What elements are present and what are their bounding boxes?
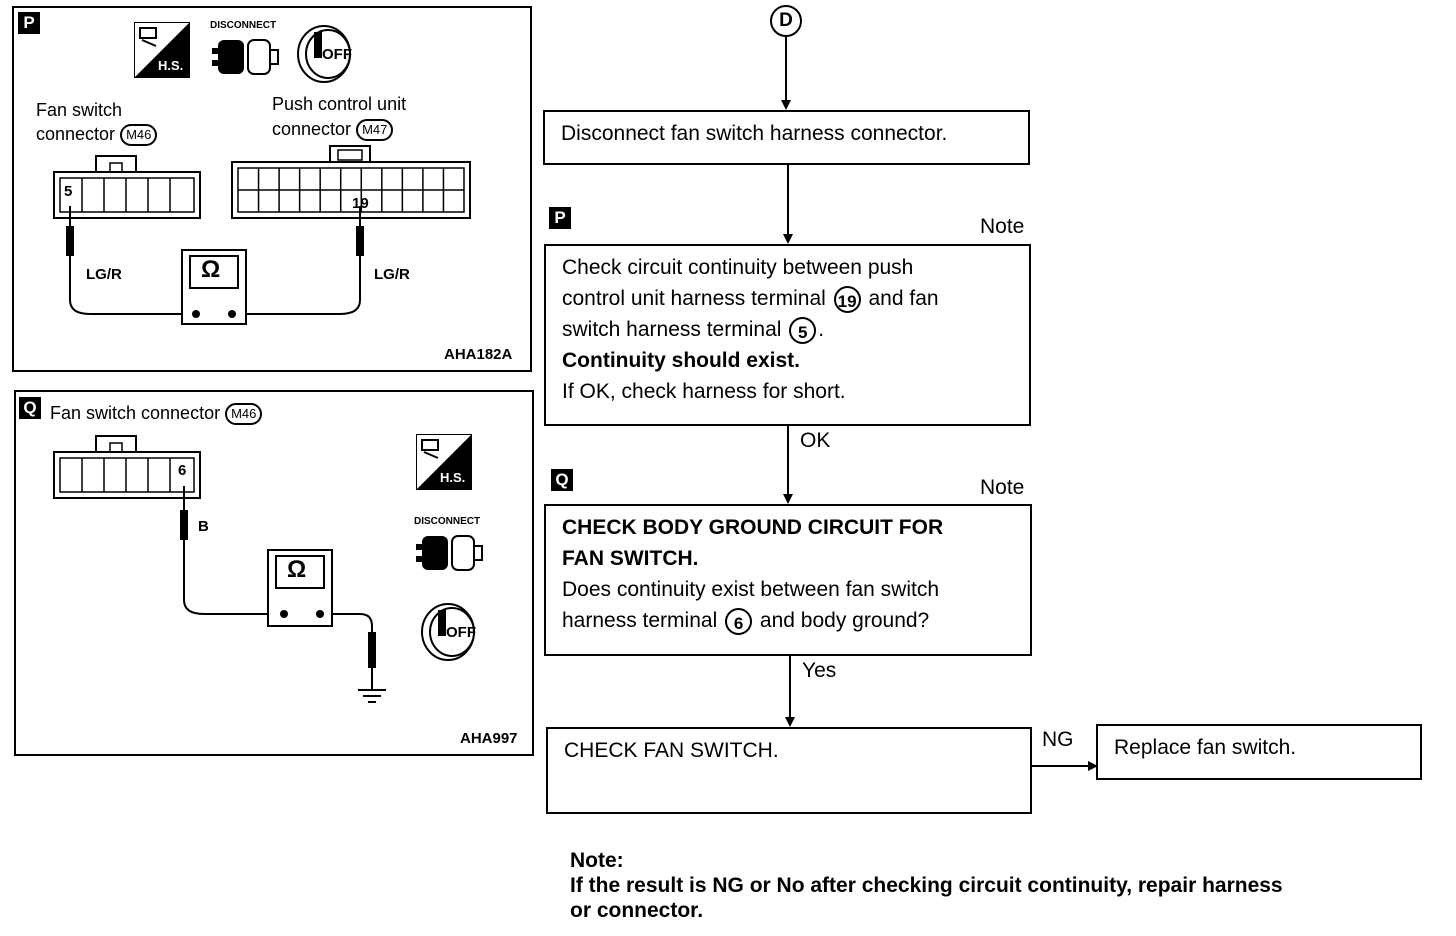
ok-label: OK bbox=[800, 429, 831, 452]
step1-text: Disconnect fan switch harness connector. bbox=[561, 122, 948, 145]
step2-box: Check circuit continuity between push co… bbox=[544, 244, 1031, 426]
terminal-19-badge: 19 bbox=[833, 285, 861, 313]
start-connector-label: D bbox=[779, 10, 793, 31]
step3-line2: FAN SWITCH. bbox=[562, 547, 699, 570]
step2-line2a: control unit harness terminal bbox=[562, 287, 826, 310]
disconnect-label-q: DISCONNECT bbox=[414, 516, 481, 527]
disconnect-label: DISCONNECT bbox=[210, 20, 277, 31]
flow-note-p: Note bbox=[980, 215, 1025, 238]
step3-line1: CHECK BODY GROUND CIRCUIT FOR bbox=[562, 516, 944, 539]
footnote: Note: If the result is NG or No after ch… bbox=[570, 848, 1283, 923]
ohm-symbol-p: Ω bbox=[201, 256, 221, 283]
ng-label: NG bbox=[1042, 728, 1074, 751]
panel-q-code: AHA997 bbox=[460, 730, 518, 747]
push-control-label-2: connector M47 bbox=[272, 119, 394, 142]
flow-note-q: Note bbox=[980, 476, 1025, 499]
disconnect-icon-q bbox=[416, 530, 486, 576]
step4-box: CHECK FAN SWITCH. bbox=[546, 727, 1032, 814]
fan-switch-label-1: Fan switch bbox=[36, 100, 123, 120]
disconnect-icon-q-graphic bbox=[416, 535, 483, 571]
push-control-label-2-text: connector bbox=[272, 119, 352, 139]
disconnect-icon-graphic bbox=[212, 39, 279, 75]
off-label: OFF bbox=[322, 46, 352, 63]
off-label-q: OFF bbox=[446, 624, 476, 641]
push-control-connector-code: M47 bbox=[356, 119, 394, 142]
panel-q-title-text: Fan switch connector bbox=[50, 403, 221, 423]
panel-p-tag: P bbox=[18, 12, 40, 34]
step3-line4b: and body ground? bbox=[759, 609, 930, 632]
footnote-line1: If the result is NG or No after checking… bbox=[570, 874, 1283, 897]
step3-line3: Does continuity exist between fan switch bbox=[562, 578, 940, 601]
step2-line2: control unit harness terminal 19 and fan bbox=[562, 283, 1013, 314]
push-control-label-1: Push control unit bbox=[272, 94, 407, 114]
hs-icon: H.S. bbox=[134, 22, 190, 78]
step2-line1: Check circuit continuity between push bbox=[562, 256, 914, 279]
footnote-title: Note: bbox=[570, 849, 624, 872]
ignition-off-icon-q-graphic bbox=[421, 603, 475, 661]
step5-box: Replace fan switch. bbox=[1096, 724, 1422, 780]
yes-label: Yes bbox=[802, 659, 837, 682]
hs-icon-q-graphic bbox=[416, 434, 472, 490]
step4-text: CHECK FAN SWITCH. bbox=[564, 739, 779, 762]
fan-switch-connector-code: M46 bbox=[120, 124, 158, 147]
panel-p-code: AHA182A bbox=[444, 346, 513, 363]
fan-switch-label-2: connector M46 bbox=[36, 124, 158, 147]
wire-left-label: LG/R bbox=[86, 266, 122, 283]
ignition-off-icon: OFF bbox=[294, 22, 358, 86]
terminal-6-badge: 6 bbox=[725, 607, 753, 635]
wire-b-label: B bbox=[198, 518, 209, 535]
step2-line4: Continuity should exist. bbox=[562, 349, 801, 372]
ignition-off-icon-graphic bbox=[297, 25, 351, 83]
hs-label: H.S. bbox=[158, 58, 184, 73]
hs-icon-graphic bbox=[134, 22, 190, 78]
pin-6-label: 6 bbox=[178, 462, 187, 479]
disconnect-icon bbox=[212, 34, 282, 80]
pin-19-label: 19 bbox=[352, 195, 369, 212]
panel-q-title: Fan switch connector M46 bbox=[50, 403, 263, 426]
step3-line4a: harness terminal bbox=[562, 609, 718, 632]
terminal-5-badge: 5 bbox=[789, 316, 817, 344]
step2-line3a: switch harness terminal bbox=[562, 318, 782, 341]
step5-text: Replace fan switch. bbox=[1114, 736, 1297, 759]
flow-tag-p: P bbox=[549, 207, 571, 229]
step2-line3b: . bbox=[818, 318, 825, 341]
panel-q-connector-code: M46 bbox=[225, 403, 263, 426]
panel-q-tag: Q bbox=[19, 397, 41, 419]
ohm-symbol-q: Ω bbox=[287, 556, 307, 583]
step1-box: Disconnect fan switch harness connector. bbox=[543, 110, 1030, 165]
flow-tag-q: Q bbox=[551, 469, 573, 491]
fan-switch-label-2-text: connector bbox=[36, 124, 116, 144]
pin-5-label: 5 bbox=[64, 183, 73, 200]
step2-line5: If OK, check harness for short. bbox=[562, 380, 846, 403]
hs-label-q: H.S. bbox=[440, 470, 466, 485]
wire-right-label: LG/R bbox=[374, 266, 410, 283]
footnote-line2: or connector. bbox=[570, 899, 704, 922]
step2-line3: switch harness terminal 5. bbox=[562, 314, 1013, 345]
step2-line2b: and fan bbox=[868, 287, 939, 310]
step3-line4: harness terminal 6 and body ground? bbox=[562, 605, 1014, 636]
ignition-off-icon-q: OFF bbox=[418, 600, 482, 664]
step3-box: CHECK BODY GROUND CIRCUIT FOR FAN SWITCH… bbox=[544, 504, 1032, 656]
hs-icon-q: H.S. bbox=[416, 434, 472, 490]
